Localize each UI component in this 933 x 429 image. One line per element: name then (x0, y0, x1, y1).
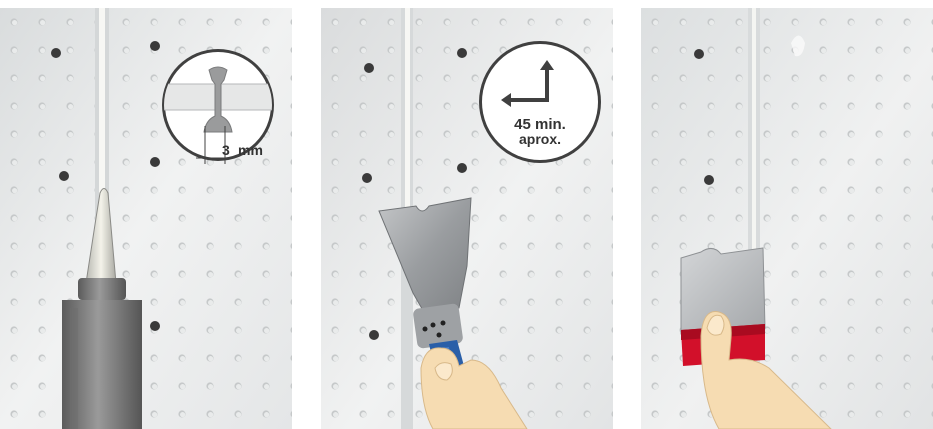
panel-caulk-application: 3 mm (0, 8, 292, 429)
panel-putty-knife: 45 min. aprox. (321, 8, 613, 429)
panel-2-illustration: 45 min. aprox. (321, 8, 613, 429)
panel-scraper-finish (641, 8, 933, 429)
curing-time-callout: 45 min. aprox. (479, 41, 601, 163)
joint-width-value: 3 (222, 142, 230, 158)
panel-1-illustration: 3 mm (0, 8, 292, 429)
joint-width-unit: mm (238, 142, 263, 158)
curing-time-qualifier: aprox. (519, 131, 561, 147)
panel-3-illustration (641, 8, 933, 429)
